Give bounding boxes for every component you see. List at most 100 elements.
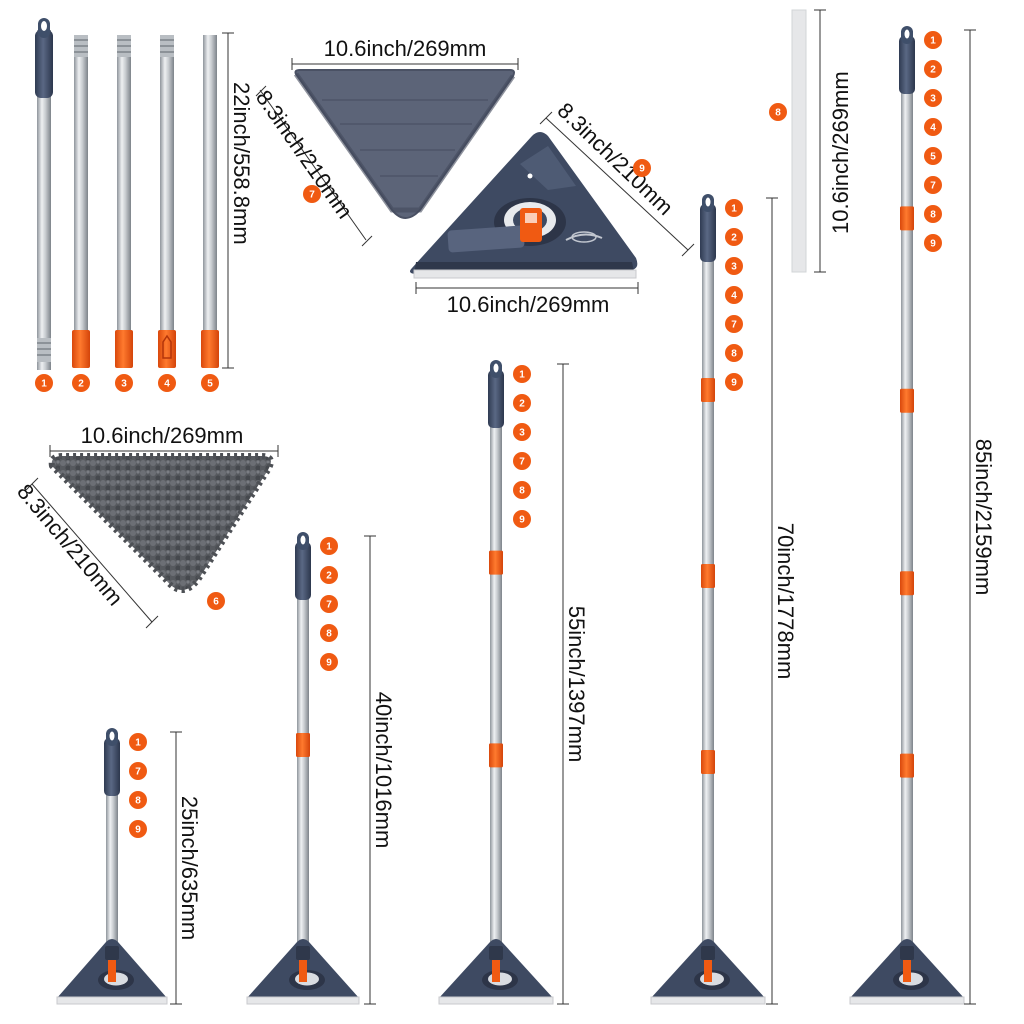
hang-hole — [300, 535, 306, 545]
pole-badge-3: 3 — [115, 374, 133, 392]
badge-number: 5 — [207, 379, 213, 390]
badge-number: 9 — [731, 378, 737, 389]
pole-badge-4: 4 — [158, 374, 176, 392]
assembly-badge-7: 7 — [725, 315, 743, 333]
pole-5-tube — [203, 35, 217, 335]
head-neck — [900, 946, 914, 960]
assembly-badge-4: 4 — [725, 286, 743, 304]
badge-number: 5 — [930, 152, 936, 163]
chenille-pad-width-label: 10.6inch/269mm — [81, 423, 244, 448]
badge-number: 7 — [930, 181, 936, 192]
head-width-label: 10.6inch/269mm — [447, 292, 610, 317]
assembly-badge-7: 7 — [513, 452, 531, 470]
assembly-badge-9: 9 — [129, 820, 147, 838]
assembled-mop-head — [438, 939, 554, 1005]
pole-part-5 — [201, 35, 219, 368]
scraper-badge: 8 — [769, 103, 787, 121]
orange-connector-icon — [72, 330, 90, 368]
length-dimension: 85inch/2159mm — [964, 29, 996, 1005]
pole-1-grip — [35, 30, 53, 98]
badge-number: 8 — [326, 629, 332, 640]
assembly-badge-7: 7 — [320, 595, 338, 613]
assembly-badge-9: 9 — [924, 234, 942, 252]
orange-connector-icon — [489, 743, 503, 768]
length-dimension: 25inch/635mm — [170, 731, 202, 1005]
badge-number: 9 — [326, 658, 332, 669]
assembly-badge-1: 1 — [725, 199, 743, 217]
squeegee-strip — [438, 996, 554, 1005]
badge-number: 6 — [213, 597, 219, 608]
badge-number: 7 — [135, 767, 141, 778]
assembled-mop-head — [56, 939, 168, 1005]
squeegee-strip — [246, 996, 360, 1005]
pole-part-1 — [35, 18, 53, 370]
orange-connector-icon — [201, 330, 219, 368]
chenille-microfiber-pad — [48, 453, 274, 593]
chenille-pad-badge: 6 — [207, 592, 225, 610]
badge-number: 4 — [164, 379, 170, 390]
badge-number: 8 — [519, 486, 525, 497]
flat-pad-width-label: 10.6inch/269mm — [324, 36, 487, 61]
assembly-badge-9: 9 — [725, 373, 743, 391]
clip-lock — [162, 334, 172, 359]
assembly-badge-2: 2 — [725, 228, 743, 246]
assembled-mop-head — [246, 939, 360, 1005]
orange-connector-icon — [701, 378, 715, 402]
assembly-badge-3: 3 — [924, 89, 942, 107]
head-ridge — [520, 146, 576, 190]
assembly-badge-8: 8 — [725, 344, 743, 362]
badge-number: 7 — [731, 320, 737, 331]
assembly-badge-7: 7 — [129, 762, 147, 780]
assembly-badge-8: 8 — [513, 481, 531, 499]
cable-tie-icon — [565, 231, 603, 243]
head-neck — [105, 946, 119, 960]
badge-number: 1 — [519, 370, 525, 381]
mop-grip — [488, 370, 504, 428]
assembly-length-label: 70inch/1778mm — [773, 523, 798, 680]
assembly-badge-9: 9 — [513, 510, 531, 528]
assembly-badge-1: 1 — [513, 365, 531, 383]
badge-number: 2 — [731, 233, 737, 244]
orange-connector-icon — [701, 564, 715, 588]
badge-number: 3 — [930, 94, 936, 105]
assembly-badge-1: 1 — [129, 733, 147, 751]
badge-number: 1 — [731, 204, 737, 215]
badge-number: 9 — [135, 825, 141, 836]
orange-connector-icon — [296, 733, 310, 757]
badge-number: 3 — [121, 379, 127, 390]
badge-number: 2 — [930, 65, 936, 76]
part-badges: 7 9 8 6 — [207, 103, 787, 610]
orange-connector-icon — [900, 206, 914, 231]
badge-number: 7 — [519, 457, 525, 468]
mop-grip — [295, 542, 311, 600]
squeegee-strip — [650, 996, 766, 1005]
orange-swivel-clip — [492, 958, 500, 982]
thread-top — [117, 35, 131, 57]
head-neck — [701, 946, 715, 960]
hang-hole — [705, 197, 711, 207]
orange-connector-icon — [900, 753, 914, 778]
badge-number: 9 — [639, 164, 645, 175]
pole-2-tube — [74, 35, 88, 335]
orange-swivel-clip — [903, 958, 911, 982]
badge-number: 2 — [78, 379, 84, 390]
badge-number: 9 — [930, 239, 936, 250]
pole-socket — [447, 225, 525, 253]
badge-number: 2 — [519, 399, 525, 410]
squeegee-strip — [413, 269, 637, 279]
orange-connector-icon — [900, 571, 914, 596]
assembly-badge-8: 8 — [924, 205, 942, 223]
orange-swivel-clip — [299, 958, 307, 982]
badge-number: 4 — [731, 291, 737, 302]
badge-number: 8 — [775, 108, 781, 119]
assembly-badge-1: 1 — [924, 31, 942, 49]
assembly-badge-2: 2 — [320, 566, 338, 584]
orange-connector-icon — [701, 750, 715, 774]
mop-grip — [104, 738, 120, 796]
assembly-badge-3: 3 — [513, 423, 531, 441]
badge-number: 1 — [135, 738, 141, 749]
